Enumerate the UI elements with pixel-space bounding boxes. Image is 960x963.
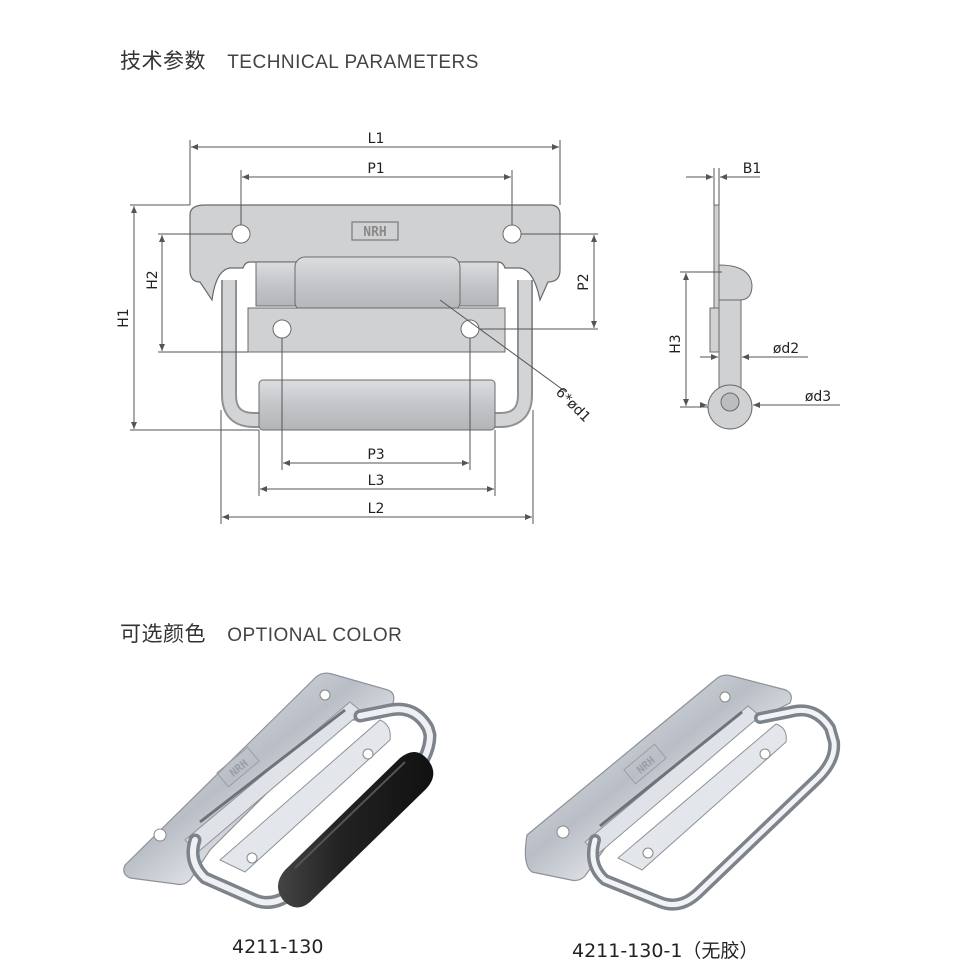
dim-P2: P2 bbox=[576, 273, 592, 290]
black-grip bbox=[277, 751, 434, 908]
optional-section-title: 可选颜色 OPTIONAL COLOR bbox=[120, 618, 402, 648]
product-photo-1: NRH bbox=[123, 672, 437, 909]
dim-H1: H1 bbox=[116, 308, 132, 327]
technical-title-en: TECHNICAL PARAMETERS bbox=[227, 52, 479, 73]
dim-L1: L1 bbox=[368, 131, 385, 147]
dim-d3: ød3 bbox=[805, 389, 831, 405]
product-1-label: 4211-130 bbox=[232, 936, 324, 958]
dim-H3: H3 bbox=[668, 334, 684, 353]
optional-title-cn: 可选颜色 bbox=[120, 622, 206, 646]
technical-title-cn: 技术参数 bbox=[120, 49, 206, 73]
nrh-logo bbox=[351, 221, 399, 241]
dim-H2: H2 bbox=[145, 270, 161, 289]
grip-bar bbox=[258, 379, 496, 431]
product-2-label: 4211-130-1（无胶） bbox=[572, 940, 759, 962]
dim-d2: ød2 bbox=[773, 341, 799, 357]
optional-title-en: OPTIONAL COLOR bbox=[227, 625, 403, 646]
lower-plate bbox=[247, 307, 506, 353]
dim-d1: 6*ød1 bbox=[552, 385, 593, 426]
dim-P3: P3 bbox=[367, 447, 384, 463]
dim-B1: B1 bbox=[743, 161, 762, 177]
product-photo-2: NRH bbox=[524, 674, 841, 911]
technical-section-title: 技术参数 TECHNICAL PARAMETERS bbox=[120, 45, 479, 75]
side-dimension-labels: B1 H3 ød2 ød3 bbox=[668, 161, 831, 405]
dim-L3: L3 bbox=[368, 473, 385, 489]
dim-P1: P1 bbox=[367, 161, 384, 177]
logo-text: NRH bbox=[363, 225, 386, 240]
front-view: NRH bbox=[189, 204, 561, 431]
side-dimensions bbox=[680, 168, 840, 408]
front-dimensions bbox=[130, 140, 598, 524]
dim-L2: L2 bbox=[368, 501, 385, 517]
side-view bbox=[707, 204, 753, 430]
